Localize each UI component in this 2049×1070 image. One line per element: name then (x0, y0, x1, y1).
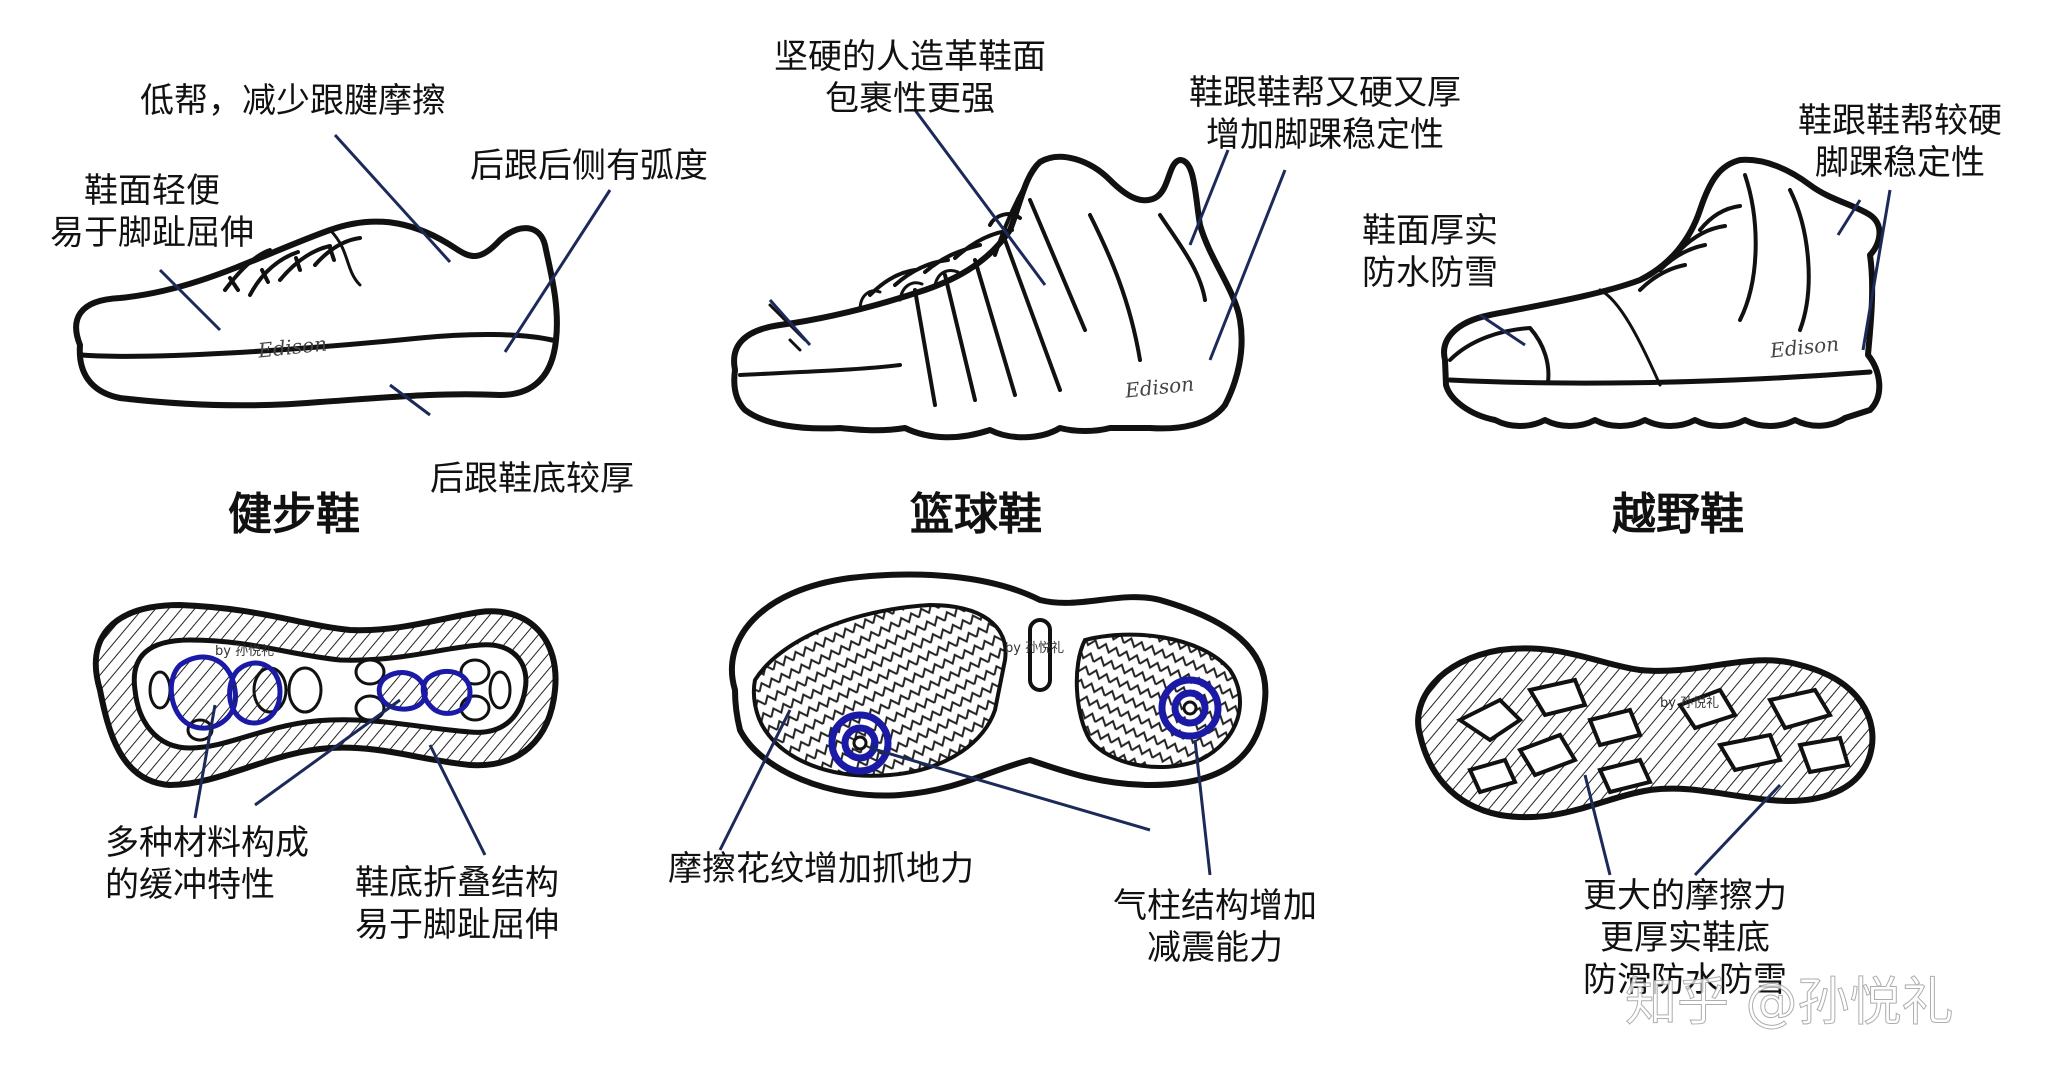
basketball-ann-upper: 坚硬的人造革鞋面 包裹性更强 (740, 36, 1080, 120)
trail-shoe-drawing (1441, 156, 1883, 429)
basketball-shoe-title: 篮球鞋 (910, 489, 1042, 540)
walking-shoe-title: 健步鞋 (228, 489, 360, 540)
walking-ann-upper-line2: 易于脚趾屈伸 (50, 213, 254, 253)
basketball-sole-drawing (728, 571, 1269, 799)
trail-sole-ann-line1: 更大的摩擦力 (1583, 876, 1787, 916)
trail-ann-upper-line1: 鞋面厚实 (1362, 211, 1498, 251)
basketball-ann-upper-line2: 包裹性更强 (825, 79, 995, 119)
walking-sole-ann-fold-line1: 鞋底折叠结构 (355, 863, 559, 903)
basketball-ann-heel: 鞋跟鞋帮又硬又厚 增加脚踝稳定性 (1165, 72, 1485, 156)
trail-sole-drawing (1415, 645, 1876, 821)
basketball-shoe-drawing (731, 153, 1245, 441)
walking-ann-upper-line1: 鞋面轻便 (84, 171, 220, 211)
trail-sole-ann-line3: 防滑防水防雪 (1583, 960, 1787, 1000)
walking-sole-ann-fold: 鞋底折叠结构 易于脚趾屈伸 (355, 862, 559, 946)
walking-sole-ann-cushion-line2: 的缓冲特性 (105, 865, 275, 905)
trail-ann-upper-line2: 防水防雪 (1362, 253, 1498, 293)
trail-sole-ann-line2: 更厚实鞋底 (1600, 918, 1770, 958)
sole-signature-basketball: by 孙悦礼 (1005, 641, 1065, 656)
trail-ann-heel-line2: 脚踝稳定性 (1815, 143, 1985, 183)
basketball-sole-ann-air-line2: 减震能力 (1147, 928, 1283, 968)
walking-shoe-drawing (73, 218, 560, 409)
basketball-sole-ann-air: 气柱结构增加 减震能力 (1095, 885, 1335, 969)
basketball-ann-upper-line1: 坚硬的人造革鞋面 (774, 37, 1046, 77)
trail-shoe-title: 越野鞋 (1612, 489, 1744, 540)
walking-ann-heel-sole: 后跟鞋底较厚 (430, 459, 634, 499)
walking-ann-heel-curve: 后跟后侧有弧度 (470, 146, 708, 186)
walking-sole-drawing (92, 601, 559, 789)
trail-ann-heel-line1: 鞋跟鞋帮较硬 (1798, 101, 2002, 141)
walking-sole-ann-fold-line2: 易于脚趾屈伸 (355, 905, 559, 945)
walking-sole-ann-cushion-line1: 多种材料构成 (105, 823, 309, 863)
annotation-pointers (158, 109, 1892, 877)
sole-signature-walking: by 孙悦礼 (215, 644, 275, 659)
basketball-sole-ann-traction: 摩擦花纹增加抓地力 (668, 849, 974, 889)
walking-ann-low-collar: 低帮，减少跟腱摩擦 (140, 81, 446, 121)
walking-ann-upper: 鞋面轻便 易于脚趾屈伸 (42, 170, 262, 254)
trail-ann-heel: 鞋跟鞋帮较硬 脚踝稳定性 (1780, 100, 2020, 184)
basketball-sole-ann-air-line1: 气柱结构增加 (1113, 886, 1317, 926)
sole-signature-trail: by 孙悦礼 (1660, 696, 1720, 711)
trail-ann-upper: 鞋面厚实 防水防雪 (1340, 210, 1520, 294)
basketball-ann-heel-line1: 鞋跟鞋帮又硬又厚 (1189, 73, 1461, 113)
walking-sole-ann-cushion: 多种材料构成 的缓冲特性 (105, 822, 309, 906)
trail-sole-ann: 更大的摩擦力 更厚实鞋底 防滑防水防雪 (1555, 875, 1815, 1001)
basketball-ann-heel-line2: 增加脚踝稳定性 (1206, 115, 1444, 155)
watermark: 知乎 @孙悦礼 (1625, 973, 1955, 1034)
